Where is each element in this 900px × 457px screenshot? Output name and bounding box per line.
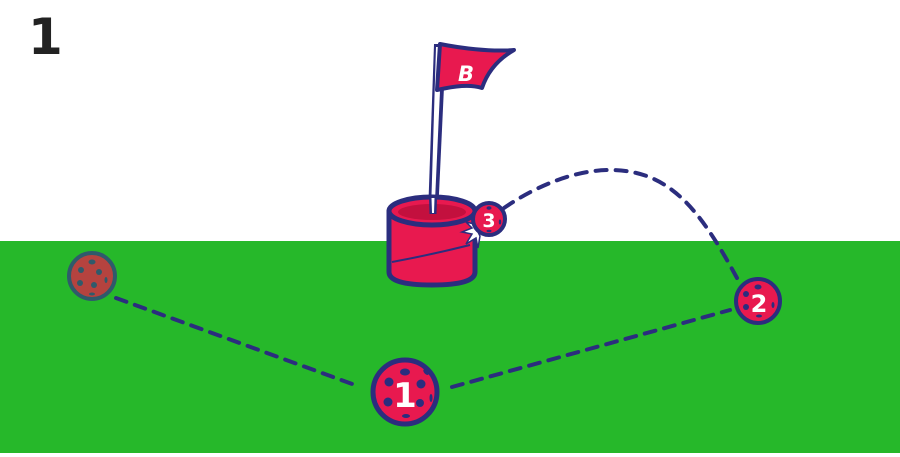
flag-letter: B [458,62,474,86]
ball-holes [77,259,108,296]
pole-base-highlight [431,198,435,213]
cup-seam [391,244,471,263]
ball-label: 3 [482,210,495,232]
shot-path [114,167,739,389]
cup [386,194,481,288]
step-number: 1 [28,8,63,66]
ball-label: 1 [393,376,417,416]
path-start-to-1 [114,296,357,387]
ball-holes [486,206,502,233]
pickleball-icon [471,201,507,237]
ball-holes [743,284,775,318]
pickleball-icon [734,277,782,325]
path-1-to-2 [450,308,732,389]
ball-holes [383,368,433,418]
flag-pennant [435,42,516,92]
flag: B [428,42,516,215]
ball-label: 2 [751,290,768,318]
ball-bounce-3: 3 [471,201,507,237]
pickleball-icon [370,357,440,427]
ball-start [67,251,117,301]
path-2-to-3-arc [502,167,739,280]
ball-bounce-2: 2 [734,277,782,325]
pickleball-icon [67,251,117,301]
ball-bounce-1: 1 [370,357,440,427]
cup-body [386,208,478,288]
